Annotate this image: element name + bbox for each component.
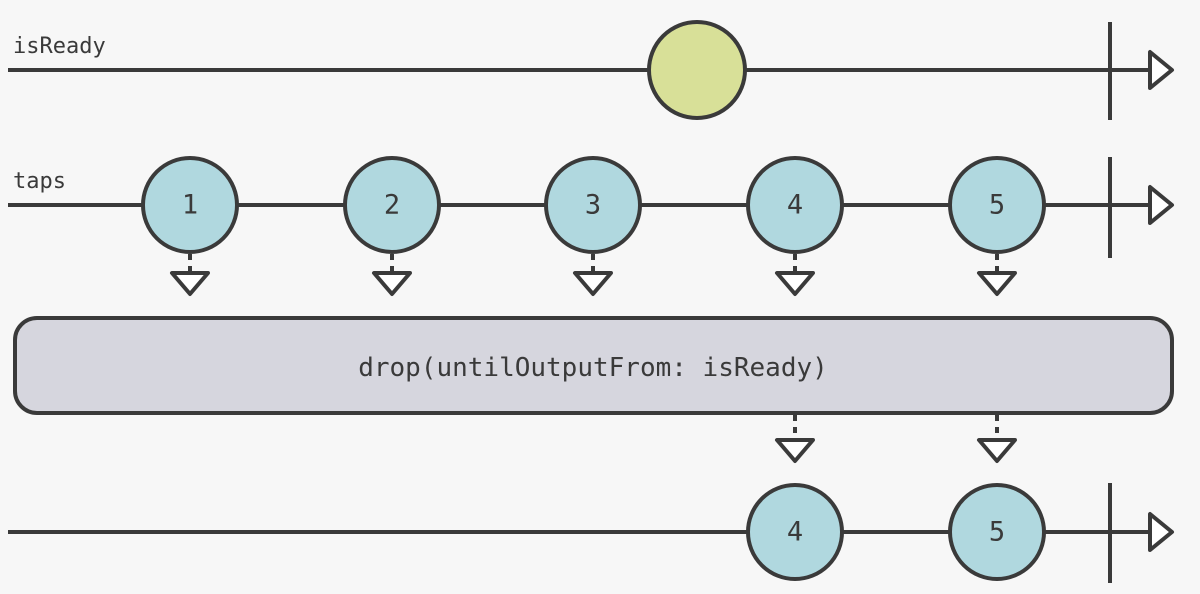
marble-value: 4 (787, 517, 803, 548)
marble-circle[interactable] (343, 156, 441, 254)
marble-value: 5 (989, 190, 1005, 221)
marble-output-4[interactable]: 4 (746, 483, 844, 581)
down-arrow-icon (977, 438, 1017, 463)
marble-taps-2[interactable]: 2 (343, 156, 441, 254)
marble-circle[interactable] (948, 483, 1046, 581)
marble-value: 3 (585, 190, 601, 221)
marble-output-5[interactable]: 5 (948, 483, 1046, 581)
marble-taps-1[interactable]: 1 (141, 156, 239, 254)
marble-isready-ready[interactable] (647, 20, 747, 120)
marble-circle[interactable] (746, 483, 844, 581)
operator-label: drop(untilOutputFrom: isReady) (358, 353, 828, 383)
down-arrow-icon (775, 438, 815, 463)
operator-box[interactable]: drop(untilOutputFrom: isReady) (13, 316, 1174, 415)
marble-value: 2 (384, 190, 400, 221)
down-arrow-icon (977, 271, 1017, 296)
marble-circle[interactable] (746, 156, 844, 254)
stream-label-isready: isReady (13, 34, 106, 59)
input-emit-arrow-1 (170, 254, 210, 296)
marble-circle[interactable] (141, 156, 239, 254)
stream-isready: isReady (8, 20, 1174, 120)
marble-circle[interactable] (544, 156, 642, 254)
timeline-arrowhead-output (1148, 512, 1174, 552)
input-emit-arrow-5 (977, 254, 1017, 296)
output-emit-arrow-4 (775, 415, 815, 463)
stream-taps: taps 1 2 3 4 5 (8, 156, 1174, 296)
marble-value: 5 (989, 517, 1005, 548)
input-emit-arrow-4 (775, 254, 815, 296)
operator-box-shape[interactable] (13, 316, 1174, 415)
timeline-arrowhead-isready (1148, 50, 1174, 90)
stream-output: 4 5 (8, 483, 1174, 583)
timeline-arrowhead-taps (1148, 185, 1174, 225)
down-arrow-icon (170, 271, 210, 296)
input-emit-arrow-2 (372, 254, 412, 296)
marble-value: 4 (787, 190, 803, 221)
marble-taps-5[interactable]: 5 (948, 156, 1046, 254)
marble-circle[interactable] (647, 20, 747, 120)
down-arrow-icon (775, 271, 815, 296)
marble-circle[interactable] (948, 156, 1046, 254)
down-arrow-icon (573, 271, 613, 296)
marble-taps-3[interactable]: 3 (544, 156, 642, 254)
output-emit-arrow-5 (977, 415, 1017, 463)
stream-label-taps: taps (13, 169, 66, 194)
input-emit-arrow-3 (573, 254, 613, 296)
marble-taps-4[interactable]: 4 (746, 156, 844, 254)
marble-value: 1 (182, 190, 198, 221)
down-arrow-icon (372, 271, 412, 296)
